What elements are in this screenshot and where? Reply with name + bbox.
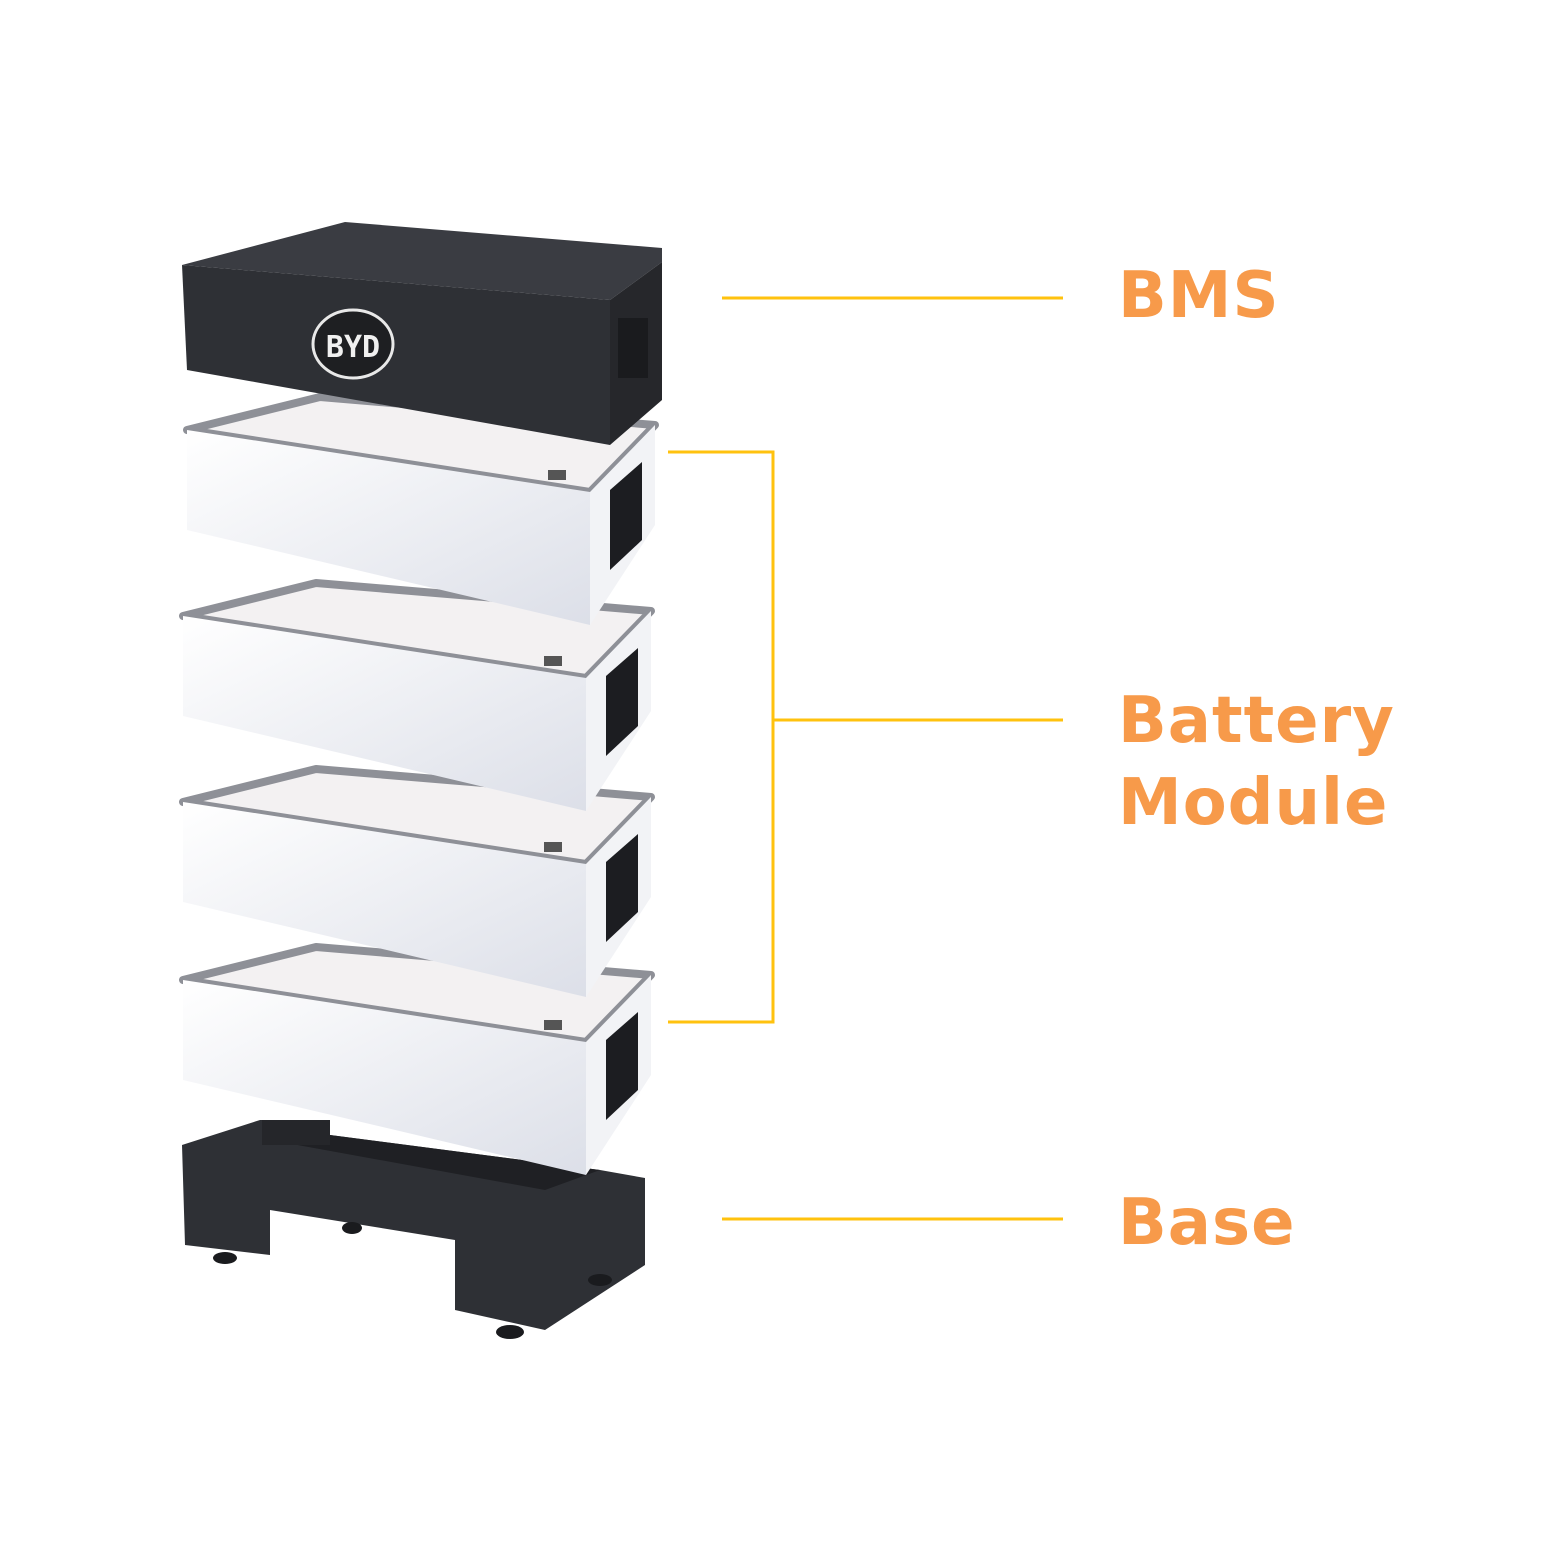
bms-unit: BYD <box>182 222 662 445</box>
battery-bracket-line <box>668 450 775 1024</box>
battery-label-line2: Module <box>1118 766 1389 840</box>
battery-label-line1: Battery <box>1118 684 1395 758</box>
byd-logo: BYD <box>311 308 395 380</box>
base-label: Base <box>1118 1186 1296 1260</box>
bms-label: BMS <box>1118 259 1280 333</box>
base-unit <box>182 1120 645 1339</box>
svg-text:BYD: BYD <box>326 330 380 365</box>
